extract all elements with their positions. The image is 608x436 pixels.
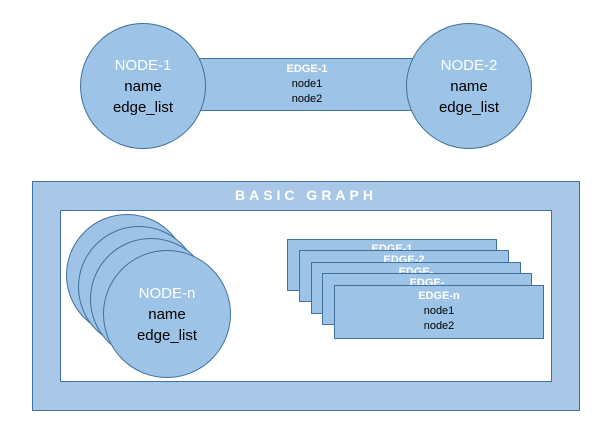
node-n-title: NODE-n [138,284,196,302]
node-n-name: name [148,305,186,323]
node-1-title: NODE-1 [114,56,172,74]
edge-1-title: EDGE-1 [286,63,328,75]
node-2-name: name [450,77,488,95]
edge-1-node1: node1 [291,78,323,90]
node-n-edge-list: edge_list [136,326,198,344]
edge-n-rect: EDGE-n node1 node2 [334,285,544,339]
node-2-edge-list: edge_list [438,98,500,116]
edge-n-title: EDGE-n [418,290,460,302]
edge-n-node1: node1 [423,305,455,317]
node-1-edge-list: edge_list [112,98,174,116]
edge-n-node2: node2 [423,320,455,332]
edge-1-bar: EDGE-1 node1 node2 [198,58,416,111]
node-n-circle: NODE-n name edge_list [103,250,231,378]
node-1-circle: NODE-1 name edge_list [80,23,206,149]
node-1-name: name [124,77,162,95]
basic-graph-title: BASIC GRAPH [234,187,377,203]
node-2-circle: NODE-2 name edge_list [406,23,532,149]
edge-1-node2: node2 [291,93,323,105]
node-2-title: NODE-2 [440,56,498,74]
